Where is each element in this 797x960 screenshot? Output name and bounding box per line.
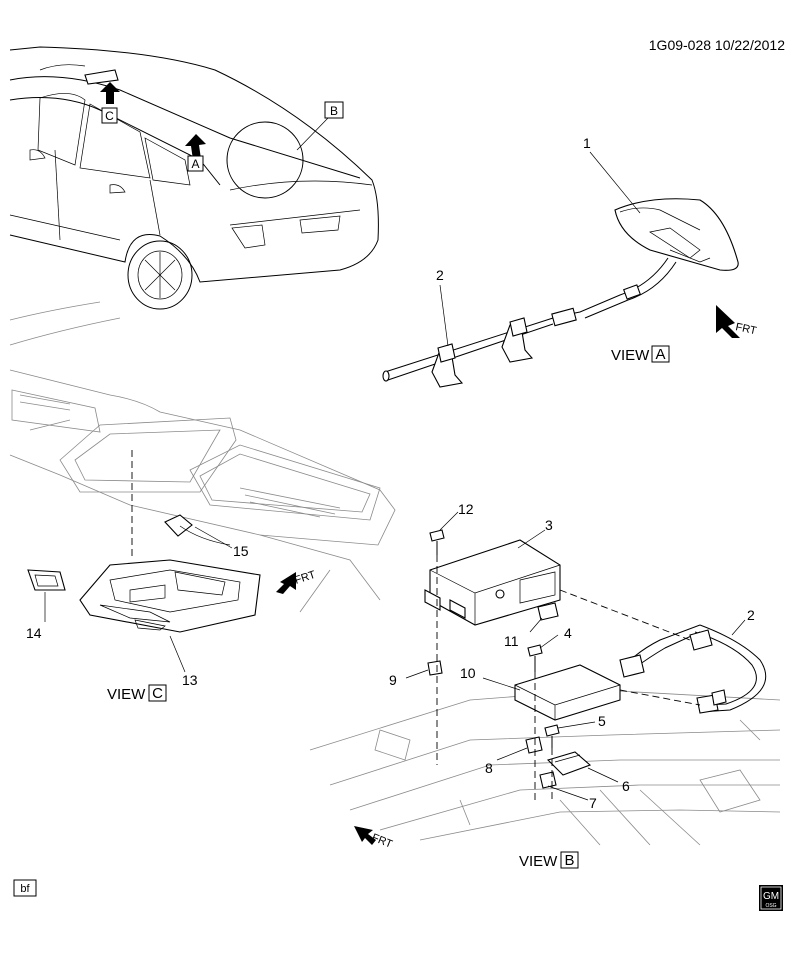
svg-text:VIEW: VIEW bbox=[107, 686, 146, 703]
callout-14: 14 bbox=[26, 625, 42, 641]
callout-10: 10 bbox=[460, 665, 476, 681]
svg-text:B: B bbox=[564, 852, 574, 869]
svg-text:bf: bf bbox=[20, 883, 30, 895]
svg-text:A: A bbox=[655, 346, 665, 363]
view-c-roof-console: FRT bbox=[9, 301, 396, 673]
callout-9: 9 bbox=[389, 672, 397, 688]
callout-15: 15 bbox=[233, 543, 249, 559]
car-marker-a: A bbox=[191, 157, 199, 171]
svg-text:OSG: OSG bbox=[765, 903, 776, 909]
vehicle-overview: C A B bbox=[9, 46, 379, 310]
frt-label-c: FRT bbox=[293, 569, 317, 587]
svg-text:VIEW: VIEW bbox=[519, 853, 558, 870]
callout-3: 3 bbox=[545, 517, 553, 533]
svg-text:VIEW: VIEW bbox=[611, 347, 650, 364]
view-a-antenna-assembly: FRT bbox=[382, 151, 758, 388]
callout-5: 5 bbox=[598, 713, 606, 729]
callout-12: 12 bbox=[458, 501, 474, 517]
callout-numbers: 1 2 2 3 4 5 6 7 8 9 10 11 12 13 14 15 bbox=[26, 135, 755, 811]
callout-4: 4 bbox=[564, 625, 572, 641]
callout-13: 13 bbox=[182, 672, 198, 688]
svg-text:GM: GM bbox=[763, 891, 779, 902]
callout-2-view-a: 2 bbox=[436, 267, 444, 283]
frt-arrow-icon bbox=[716, 305, 740, 338]
arrow-up-icon bbox=[100, 82, 120, 104]
footer-tag: bf bbox=[13, 879, 37, 897]
frt-label-b: FRT bbox=[370, 832, 394, 851]
callout-8: 8 bbox=[485, 760, 493, 776]
view-b-detail-circle bbox=[226, 121, 304, 199]
callout-7: 7 bbox=[589, 795, 597, 811]
callout-6: 6 bbox=[622, 778, 630, 794]
car-marker-c: C bbox=[105, 109, 114, 123]
frt-arrow-icon bbox=[354, 826, 376, 845]
arrow-up-icon bbox=[185, 134, 206, 160]
callout-1: 1 bbox=[583, 135, 591, 151]
view-b-label: VIEW B bbox=[519, 851, 579, 870]
svg-text:C: C bbox=[152, 685, 163, 702]
car-marker-b: B bbox=[330, 104, 338, 118]
frt-label-a: FRT bbox=[734, 321, 757, 337]
callout-11: 11 bbox=[504, 633, 519, 649]
view-a-label: VIEW A bbox=[611, 345, 670, 364]
diagram-reference: 1G09-028 10/22/2012 bbox=[649, 37, 785, 53]
view-b-floor-modules: FRT bbox=[309, 511, 781, 851]
callout-2-view-b: 2 bbox=[747, 607, 755, 623]
frt-arrow-icon bbox=[276, 572, 296, 594]
view-c-label: VIEW C bbox=[107, 684, 167, 703]
gm-logo: GM OSG bbox=[759, 885, 783, 911]
